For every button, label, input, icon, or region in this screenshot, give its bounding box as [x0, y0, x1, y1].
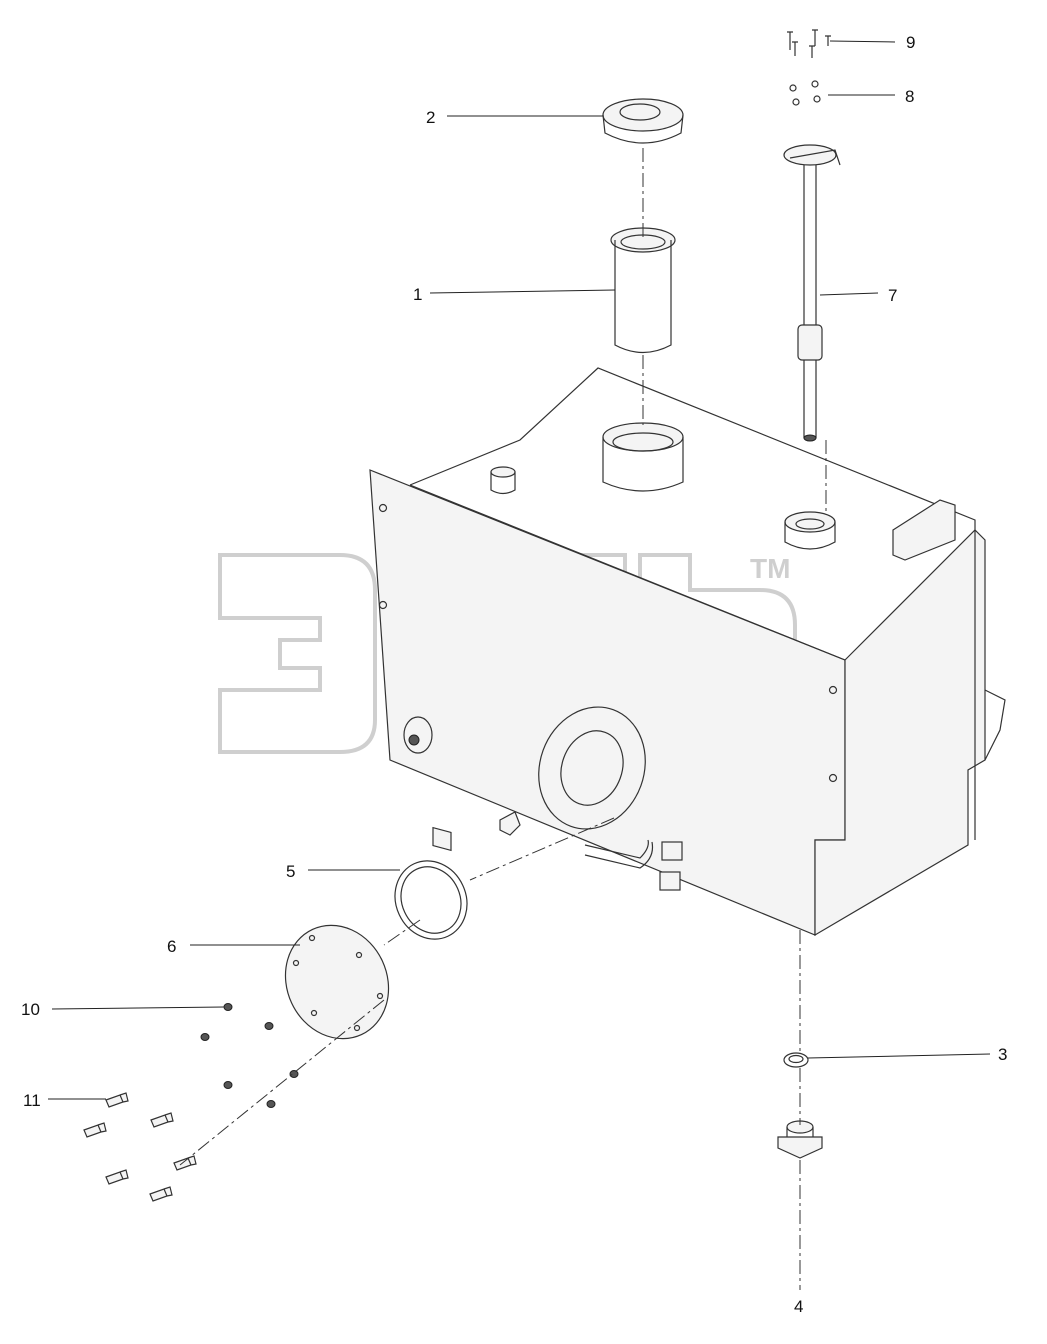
callout-7: 7 — [888, 286, 897, 305]
callout-3: 3 — [998, 1045, 1007, 1064]
callout-2: 2 — [426, 108, 435, 127]
callout-10: 10 — [21, 1000, 40, 1019]
part-11-bolts — [83, 1092, 197, 1202]
part-7-level-sender — [783, 144, 841, 442]
callout-11: 11 — [23, 1091, 41, 1110]
part-10-washers — [200, 1003, 299, 1108]
part-5-seal-ring — [394, 860, 468, 940]
callout-1: 1 — [413, 285, 422, 304]
part-6-cover-plate — [284, 924, 390, 1040]
callout-5: 5 — [286, 862, 295, 881]
part-4-drain-plug — [777, 1120, 823, 1159]
assembly-center-lines — [179, 148, 827, 1290]
trademark-text: TM — [750, 553, 790, 584]
callout-4: 4 — [794, 1297, 803, 1316]
part-3-washer — [783, 1052, 809, 1068]
callout-6: 6 — [167, 937, 176, 956]
part-9-screws — [787, 29, 831, 58]
callout-8: 8 — [905, 87, 914, 106]
part-8-washers — [789, 80, 821, 106]
part-1-filler-tube — [610, 227, 676, 354]
fuel-tank — [369, 367, 1006, 937]
callout-labels: 1 2 3 4 5 6 7 8 9 10 11 — [21, 33, 1007, 1316]
leader-lines — [48, 40, 991, 1100]
callout-9: 9 — [906, 33, 915, 52]
part-2-filler-cap — [602, 98, 684, 144]
